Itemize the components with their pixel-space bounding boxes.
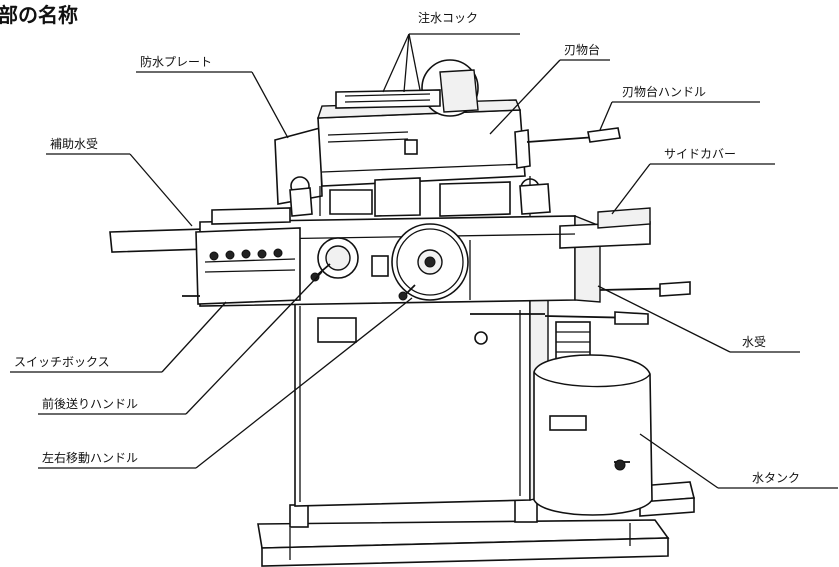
label-aux-water-tray: 補助水受 xyxy=(50,137,98,151)
leader-water-tray xyxy=(597,285,731,353)
label-water-cock: 注水コック xyxy=(418,10,478,25)
label-front-back-feed-handle: 前後送りハンドル xyxy=(42,396,138,411)
label-switch-box: スイッチボックス xyxy=(14,355,110,369)
label-water-tray: 水受 xyxy=(742,335,766,349)
cabinet xyxy=(294,295,549,507)
switch-box-drawing xyxy=(195,227,301,305)
part-labels: 注水コック 防水プレート 刃物台 刃物台ハンドル 補助水受 サイドカバー スイッ… xyxy=(14,10,800,485)
grinding-machine-drawing xyxy=(109,59,696,567)
travel-handwheel xyxy=(391,223,469,301)
leader-aux-water-tray xyxy=(129,153,193,227)
leader-left-right-handle xyxy=(195,297,413,469)
label-waterproof-plate: 防水プレート xyxy=(140,54,212,69)
label-water-tank: 水タンク xyxy=(752,471,800,485)
diagram-title: 部の名称 xyxy=(0,3,78,27)
table-body xyxy=(109,207,651,307)
leader-water-cock-c xyxy=(408,33,421,91)
label-blade-table-handle: 刃物台ハンドル xyxy=(622,84,706,99)
leader-blade-table-handle xyxy=(599,101,613,131)
leader-waterproof-plate xyxy=(251,71,289,139)
leader-water-cock-a xyxy=(382,33,410,93)
blade-table-handle-drawing xyxy=(526,127,621,143)
leader-water-tank xyxy=(639,433,719,489)
leader-side-cover xyxy=(611,163,651,215)
base-skid xyxy=(257,481,696,567)
leader-water-cock-b xyxy=(403,33,410,93)
label-side-cover: サイドカバー xyxy=(664,147,736,161)
leader-feed-handle xyxy=(185,271,323,415)
upper-head xyxy=(274,99,551,217)
water-tank-drawing xyxy=(533,321,653,516)
label-blade-table: 刃物台 xyxy=(564,42,600,57)
leader-lines xyxy=(10,33,838,489)
leader-blade-table xyxy=(489,59,561,135)
feed-handle-wheel xyxy=(310,237,359,282)
side-handles xyxy=(182,281,691,325)
leader-switch-box xyxy=(161,301,227,373)
label-left-right-handle: 左右移動ハンドル xyxy=(42,450,138,465)
wheel-guard xyxy=(335,59,479,117)
